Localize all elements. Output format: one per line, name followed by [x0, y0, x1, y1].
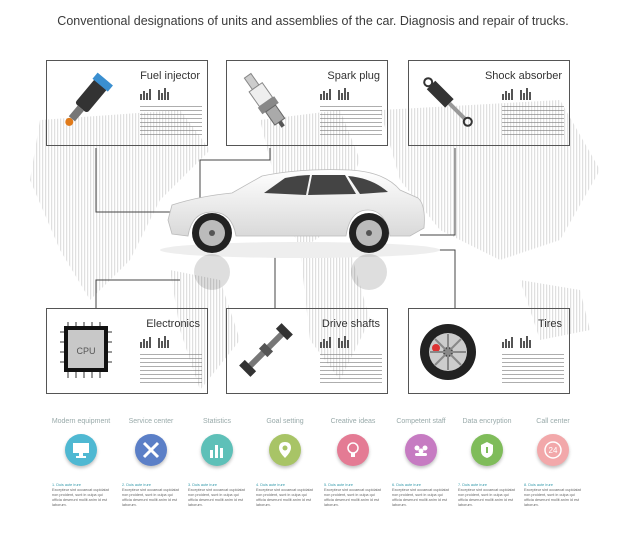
panel-frame	[226, 308, 388, 394]
bars-icon	[320, 88, 349, 100]
bars-icon	[140, 336, 169, 348]
tire-icon	[418, 318, 478, 382]
panel-label: Electronics	[146, 318, 200, 330]
placeholder-text-lines	[502, 106, 564, 138]
placeholder-text-lines	[502, 354, 564, 386]
panel-frame	[408, 60, 570, 146]
shock-absorber-icon	[418, 70, 478, 134]
category-label: Competent staff	[396, 418, 446, 425]
panel-label: Fuel injector	[140, 70, 200, 82]
page-title: Conventional designations of units and a…	[57, 14, 569, 28]
panel-frame	[408, 308, 570, 394]
panel-frame	[46, 308, 208, 394]
bars-icon	[320, 336, 349, 348]
panel-electronics: CPU Electronics	[46, 308, 208, 394]
bar-chart-icon	[201, 434, 233, 466]
placeholder-text-lines	[140, 106, 202, 138]
panel-shock-absorber: Shock absorber	[408, 60, 570, 146]
panel-label: Drive shafts	[321, 318, 380, 330]
spark-plug-icon	[236, 70, 296, 134]
placeholder-text-lines	[320, 354, 382, 386]
bars-icon	[502, 336, 531, 348]
car	[160, 169, 440, 290]
monitor-icon	[65, 434, 97, 466]
category-label: Goal setting	[266, 418, 304, 425]
panel-frame	[46, 60, 208, 146]
chip-label: CPU	[76, 346, 95, 356]
panel-frame	[226, 60, 388, 146]
placeholder-text-lines	[140, 354, 202, 386]
panel-label: Shock absorber	[484, 70, 562, 82]
panel-drive-shafts: Drive shafts	[226, 308, 388, 394]
fuel-injector-icon	[56, 70, 116, 134]
tools-icon	[135, 434, 167, 466]
support-24-icon: 24	[537, 434, 569, 466]
placeholder-text-lines	[320, 106, 382, 138]
bars-icon	[140, 88, 169, 100]
shield-lock-icon	[471, 434, 503, 466]
bars-icon	[502, 88, 531, 100]
light-bulb-icon	[337, 434, 369, 466]
team-icon	[405, 434, 437, 466]
panel-tires: Tires	[408, 308, 570, 394]
panel-label: Spark plug	[327, 70, 380, 82]
category-label: Service center	[128, 418, 174, 425]
category-label: Creative ideas	[330, 418, 376, 425]
category-label: Statistics	[202, 418, 231, 425]
panel-spark-plug: Spark plug	[226, 60, 388, 146]
category-label: Data encryption	[462, 418, 512, 425]
panel-label: Tires	[537, 318, 562, 330]
category-label: Modern equipment	[51, 418, 111, 425]
drive-shaft-icon	[236, 318, 296, 382]
map-pin-icon	[269, 434, 301, 466]
panel-fuel-injector: Fuel injector	[46, 60, 208, 146]
cpu-chip-icon: CPU	[56, 318, 116, 382]
category-label: Call center	[536, 418, 570, 425]
svg-text:24: 24	[549, 446, 558, 455]
